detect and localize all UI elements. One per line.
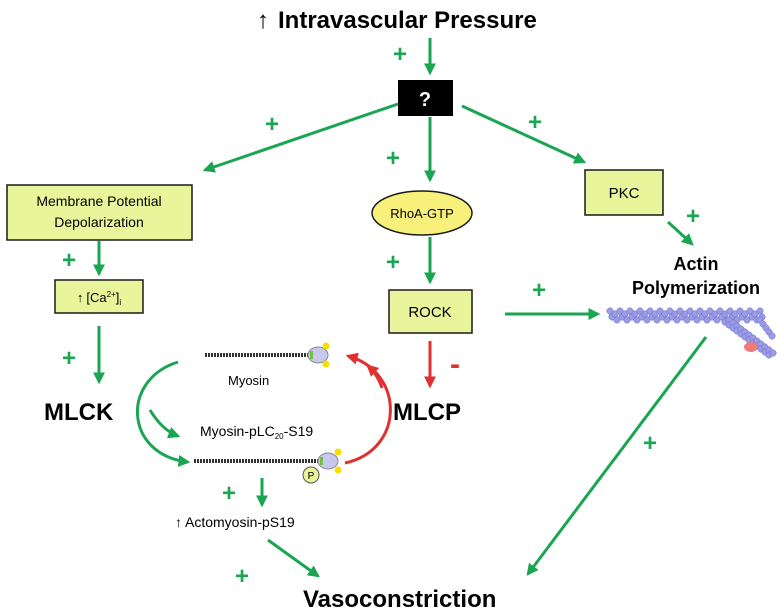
plus-sign-10: + [643,430,657,457]
page-title: Intravascular Pressure [278,7,537,34]
myosin-plc-part-a: Myosin-pLC [200,423,275,439]
plus-sign-8: + [532,277,546,304]
minus-sign: - [450,348,460,381]
myosin-label: Myosin [228,373,269,388]
membrane-depolarization-box [6,184,193,241]
unknown-label: ? [419,89,431,111]
plus-sign-5: + [62,247,76,274]
arrow-unknown-to-pkc [461,104,587,164]
actin-bead [663,316,671,324]
myosin-head-icon [307,342,330,368]
plus-sign-9: + [686,203,700,230]
actin-bead [756,307,764,315]
actin-label-line2: Polymerization [632,278,760,298]
calcium-up-arrow: ↑ [77,290,84,305]
calcium-base: [Ca [86,290,107,305]
actin-bead [613,316,621,324]
pkc-box [584,169,664,216]
unknown-box [398,80,453,116]
actin-bead [673,316,681,324]
plus-sign-12: + [235,563,249,590]
actin-bead [768,332,776,340]
actin-bead [713,316,721,324]
rhoa-label: RhoA-GTP [390,206,454,221]
phosphate-icon [302,466,320,484]
calcium-close: ] [116,290,120,305]
actin-bead [743,316,751,324]
plus-sign-1: + [393,41,407,68]
myosin-plc-part-b: -S19 [284,423,314,439]
pressure-up-arrow: ↑ [257,7,269,34]
actin-bead [643,316,651,324]
mlck-inner-arc [148,409,181,439]
mlcp-dephosphorylation-arc [344,352,392,465]
actomyosin-text: Actomyosin-pS19 [185,514,295,530]
calcium-sub: i [119,298,121,307]
plus-sign-6: + [62,345,76,372]
rhoa-gtp-oval [371,190,473,236]
phospho-myosin-head-icon [317,448,342,474]
mlck-label: MLCK [44,399,114,426]
myosin-plc-sub: 20 [275,432,284,441]
arrow-actin-to-vasoconstriction [526,336,708,576]
arrow-pkc-to-actin [666,220,694,246]
phosphate-label: P [308,471,315,482]
plus-sign-4: + [528,109,542,136]
plus-sign-11: + [222,480,236,507]
arrow-actomyosin-to-vasoconstriction [267,538,320,578]
actin-bead [633,316,641,324]
actin-bead [769,349,777,357]
membrane-label-line2: Depolarization [54,214,144,230]
actin-filament-illustration [606,307,777,359]
mlck-phosphorylation-arc [135,360,191,467]
membrane-label-line1: Membrane Potential [36,193,161,209]
calcium-box [54,279,144,314]
plus-sign-7: + [386,249,400,276]
actin-bead [703,316,711,324]
mlcp-label: MLCP [393,399,461,426]
calcium-sup: 2+ [107,290,116,299]
actin-bead [653,316,661,324]
actin-bead [683,316,691,324]
plus-sign-3: + [386,145,400,172]
plus-sign-2: + [265,111,279,138]
calcium-label: ↑[Ca2+]i [77,290,121,307]
actomyosin-label: ↑Actomyosin-pS19 [175,514,295,530]
actin-label-line1: Actin [674,254,719,274]
myosin-plc-label: Myosin-pLC20-S19 [200,423,313,441]
mlcp-inner-arc [366,364,384,389]
vasoconstriction-label: Vasoconstriction [303,586,496,612]
rock-label: ROCK [408,304,451,321]
actin-bead [693,316,701,324]
actin-bead [623,316,631,324]
pkc-label: PKC [609,185,640,202]
actomyosin-up-arrow: ↑ [175,514,182,530]
arrow-unknown-to-membrane [202,102,399,173]
actin-cap-icon [744,342,758,352]
rock-box [388,289,473,334]
